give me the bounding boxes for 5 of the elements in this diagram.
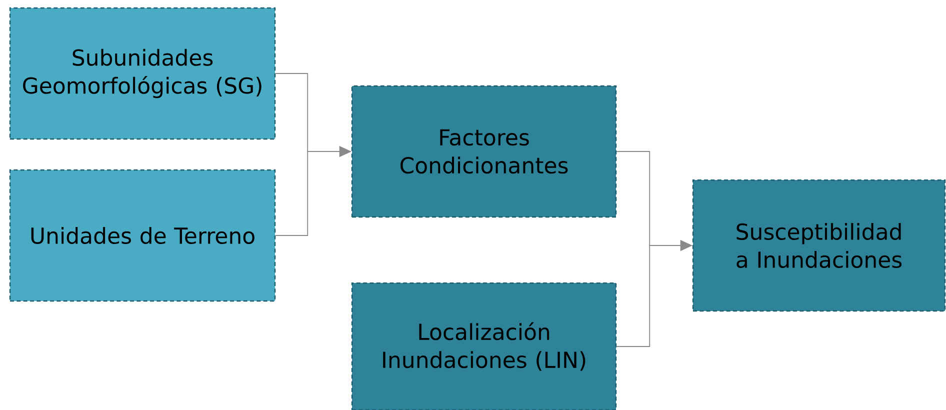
process-box: Subunidades Geomorfológicas (SG) xyxy=(9,7,276,140)
process-box: Unidades de Terreno xyxy=(9,169,276,302)
process-box: Susceptibilidad a Inundaciones xyxy=(692,179,946,312)
process-box: Localización Inundaciones (LIN) xyxy=(351,282,617,410)
process-box: Factores Condicionantes xyxy=(351,85,617,218)
